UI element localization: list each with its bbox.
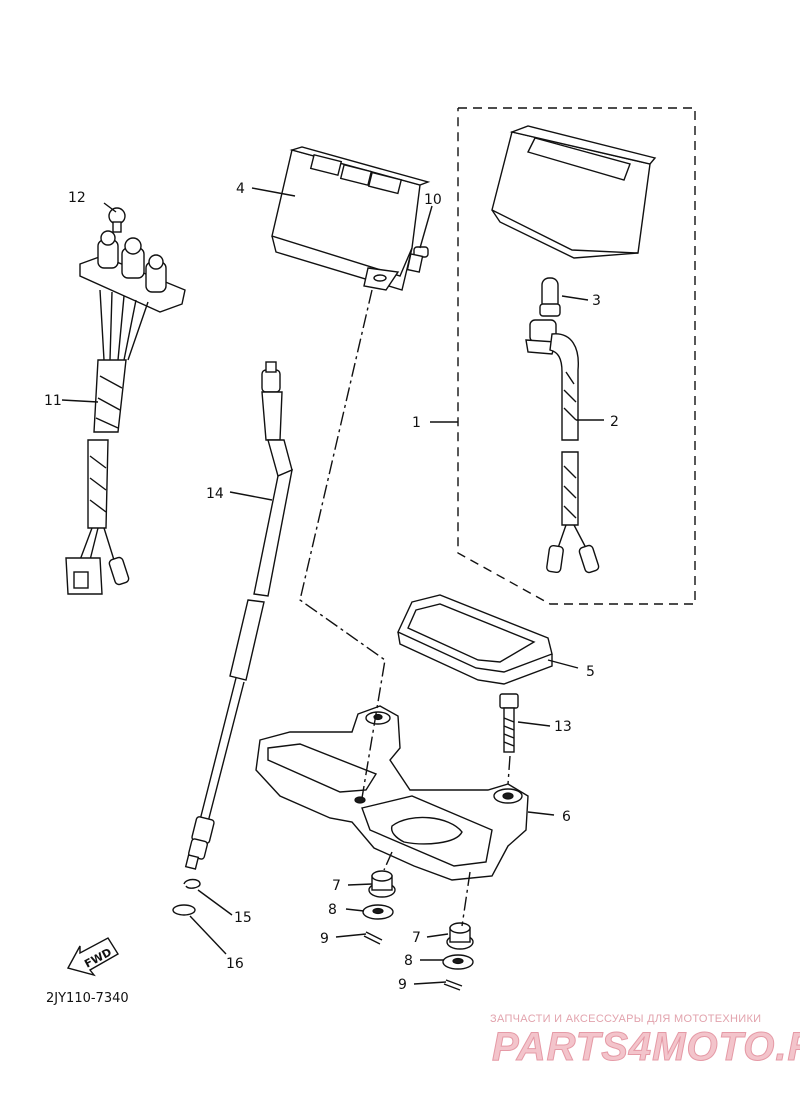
callout-8-right: 8 <box>404 953 413 969</box>
callout-4: 4 <box>236 181 245 197</box>
speedometer-cable-part-14 <box>184 361 293 870</box>
callout-6: 6 <box>562 809 571 825</box>
bulb-part-3 <box>539 277 561 317</box>
grommet-part-7-right <box>446 922 474 950</box>
leader-lines <box>61 187 604 985</box>
callout-7-right: 7 <box>412 930 421 946</box>
callout-16: 16 <box>226 956 244 972</box>
screw-part-10 <box>406 246 429 273</box>
o-ring-part-16 <box>172 904 196 916</box>
callout-9-right: 9 <box>398 977 407 993</box>
diagram-code: 2JY110-7340 <box>46 991 129 1006</box>
pin-part-9-right <box>443 979 463 991</box>
assembly-1-outline <box>457 107 696 605</box>
callout-1: 1 <box>412 415 421 431</box>
callout-8-left: 8 <box>328 902 337 918</box>
bulb-socket-harness-part-2 <box>525 319 600 574</box>
callout-7-left: 7 <box>332 878 341 894</box>
grommet-part-7-left <box>368 870 396 898</box>
callout-15: 15 <box>234 910 252 926</box>
callout-9-left: 9 <box>320 931 329 947</box>
indicator-harness-part-11 <box>65 230 186 595</box>
pin-part-9-left <box>363 931 383 945</box>
callout-14: 14 <box>206 486 224 502</box>
meter-assembly-housing <box>491 125 657 259</box>
watermark-logo: PARTS4MOTO.RU <box>492 1025 800 1069</box>
watermark-tagline: ЗАПЧАСТИ И АКСЕССУАРЫ ДЛЯ МОТОТЕХНИКИ <box>490 1013 761 1025</box>
assembly-centerlines <box>299 289 511 927</box>
callout-11: 11 <box>44 393 62 409</box>
clip-part-15 <box>183 878 201 889</box>
callout-2: 2 <box>610 414 619 430</box>
callout-13: 13 <box>554 719 572 735</box>
washer-part-8-left <box>362 904 394 920</box>
callout-5: 5 <box>586 664 595 680</box>
callout-12: 12 <box>68 190 86 206</box>
washer-part-8-right <box>442 954 474 970</box>
meter-housing-part-4 <box>271 146 431 291</box>
forward-direction-arrow: FWD <box>66 937 119 977</box>
callout-3: 3 <box>592 293 601 309</box>
gasket-part-5 <box>397 594 553 685</box>
bolt-part-13 <box>499 693 519 753</box>
meter-bracket-part-6 <box>255 705 529 881</box>
callout-10: 10 <box>424 192 442 208</box>
bulb-part-12 <box>108 207 126 233</box>
